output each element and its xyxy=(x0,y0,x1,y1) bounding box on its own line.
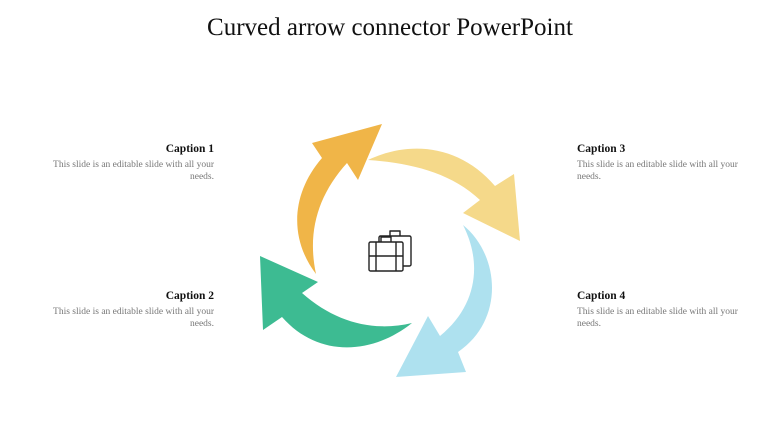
caption-2: Caption 2 This slide is an editable slid… xyxy=(44,290,214,330)
caption-3: Caption 3 This slide is an editable slid… xyxy=(577,143,747,183)
slide-title: Curved arrow connector PowerPoint xyxy=(207,14,573,41)
caption-2-body: This slide is an editable slide with all… xyxy=(53,307,214,329)
caption-1: Caption 1 This slide is an editable slid… xyxy=(44,143,214,183)
blue-arrow xyxy=(396,225,492,377)
caption-4: Caption 4 This slide is an editable slid… xyxy=(577,290,747,330)
briefcase-icon xyxy=(368,230,412,272)
orange-arrow xyxy=(297,124,382,274)
caption-3-body: This slide is an editable slide with all… xyxy=(577,160,738,182)
caption-1-body: This slide is an editable slide with all… xyxy=(53,160,214,182)
caption-2-heading: Caption 2 xyxy=(165,290,214,302)
caption-4-heading: Caption 4 xyxy=(577,290,626,302)
green-arrow xyxy=(260,256,412,348)
caption-3-heading: Caption 3 xyxy=(577,143,626,155)
caption-4-body: This slide is an editable slide with all… xyxy=(577,307,738,329)
yellow-arrow xyxy=(368,148,520,241)
caption-1-heading: Caption 1 xyxy=(165,143,214,155)
